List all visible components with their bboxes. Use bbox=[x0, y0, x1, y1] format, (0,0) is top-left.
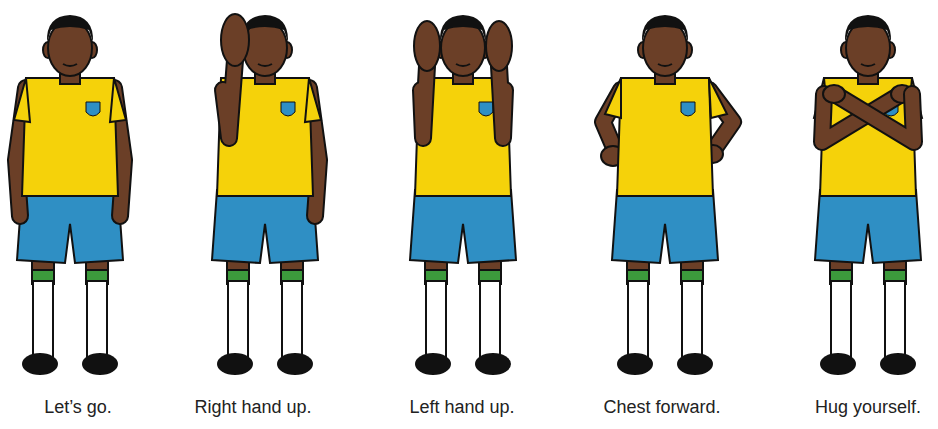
step-caption: Chest forward. bbox=[603, 396, 720, 418]
step-caption: Left hand up. bbox=[409, 396, 514, 418]
step-caption: Hug yourself. bbox=[815, 396, 921, 418]
step-caption: Right hand up. bbox=[194, 396, 311, 418]
step-caption: Let’s go. bbox=[44, 396, 112, 418]
